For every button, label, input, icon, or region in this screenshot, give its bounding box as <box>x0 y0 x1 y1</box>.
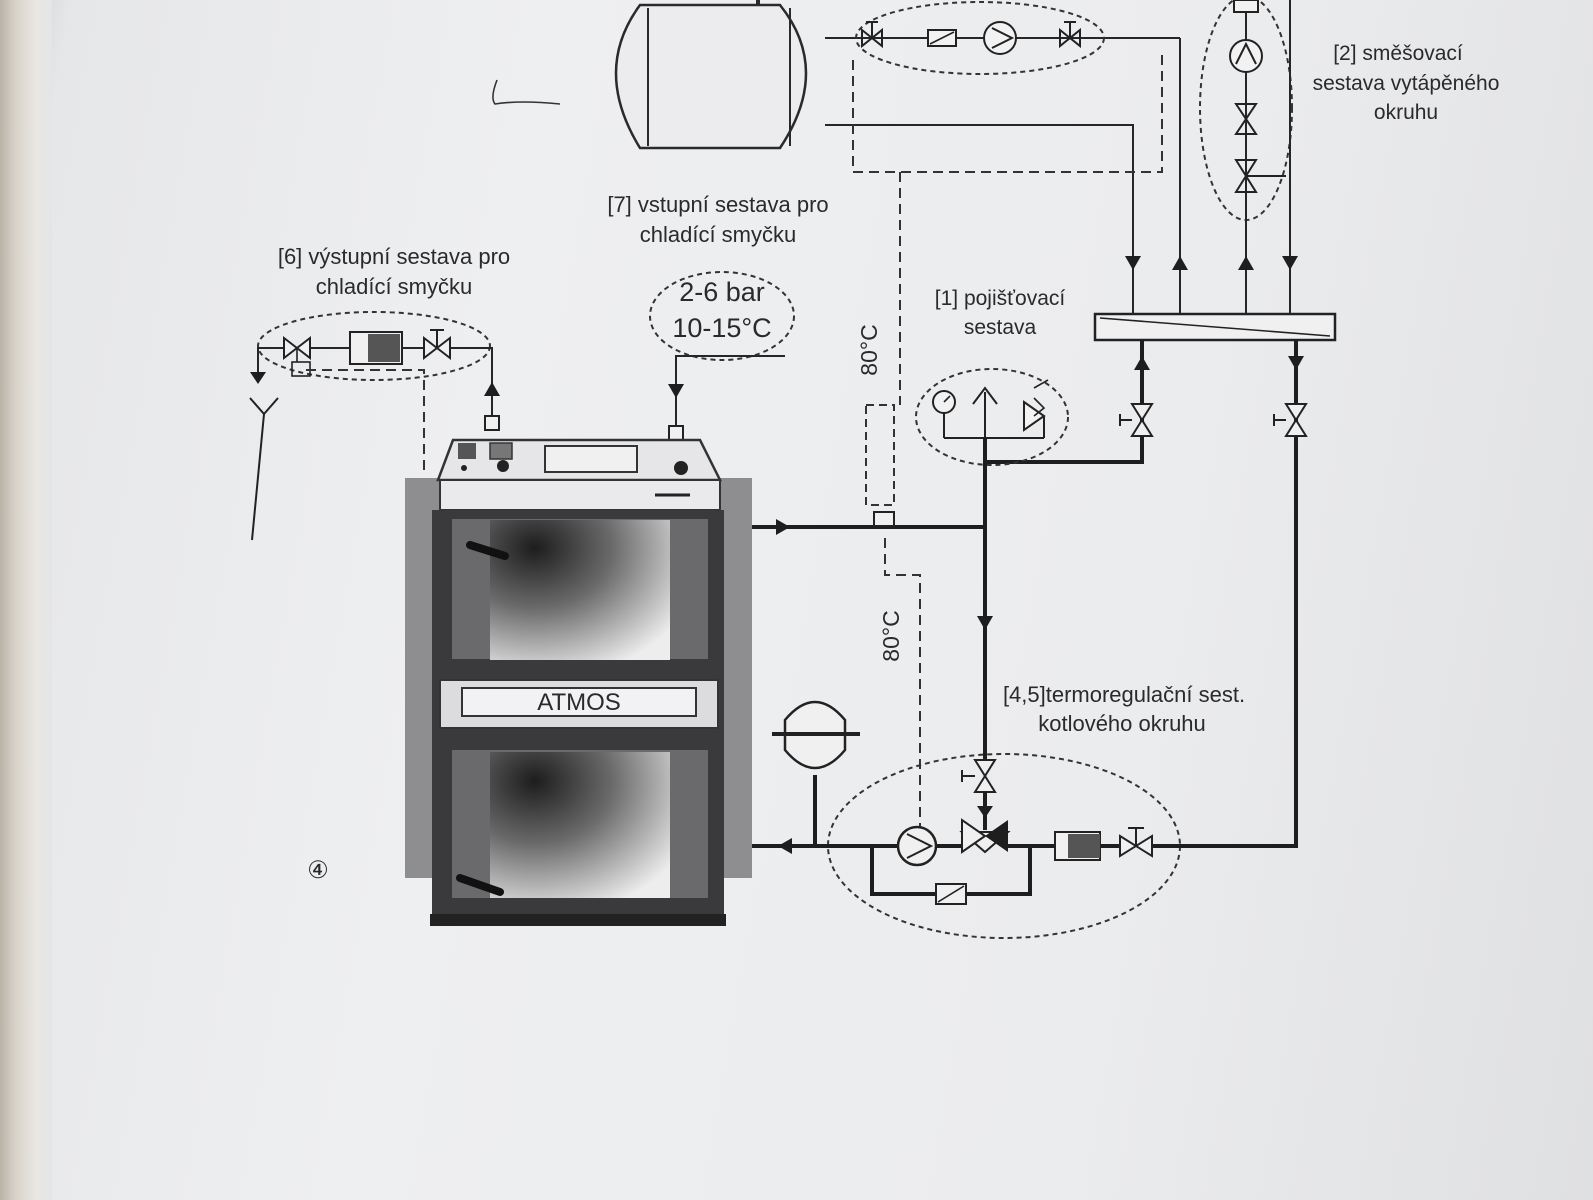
label-cooling-outlet-1: [6] výstupní sestava pro <box>278 244 510 269</box>
label-cooling-outlet-2: chladící smyčku <box>316 274 473 299</box>
sensor-line-lower <box>884 538 921 830</box>
label-pressure: 2-6 bar <box>679 277 765 307</box>
label-mixing-group-1: [2] směšovací <box>1333 42 1463 65</box>
book-binding-edge <box>0 0 52 1200</box>
heating-supply-return <box>985 340 1308 848</box>
boiler-supply-pipe <box>748 438 993 760</box>
sensor-box <box>865 404 895 506</box>
label-cooling-inlet-2: chladící smyčku <box>640 222 797 247</box>
tank-pump-group <box>855 1 1105 75</box>
atmos-boiler <box>405 438 752 926</box>
label-figure-number: ④ <box>307 857 329 884</box>
label-thermoregulation-2: kotlového okruhu <box>1038 711 1206 736</box>
hydraulic-distributor <box>1093 275 1337 342</box>
thermoregulation-group <box>748 753 1182 939</box>
label-temp-lower: 80°C <box>878 610 904 661</box>
accumulation-tank <box>614 0 808 150</box>
mixing-group-heating-circuit <box>1199 0 1293 275</box>
label-safety-group-1: [1] pojišťovací <box>935 287 1066 310</box>
tank-control-line <box>852 52 1163 173</box>
label-thermoregulation-1: [4,5]termoregulační sest. <box>1003 682 1245 707</box>
label-temp-upper: 80°C <box>856 324 882 375</box>
expansion-vessel <box>772 700 860 846</box>
label-mixing-group-3: okruhu <box>1374 101 1438 124</box>
cooling-inlet-group <box>649 271 795 443</box>
label-safety-group-2: sestava <box>964 316 1037 339</box>
manifold-arrows <box>1125 256 1298 270</box>
label-mixing-group-2: sestava vytápěného <box>1313 72 1500 95</box>
label-cooling-inlet-1: [7] vstupní sestava pro <box>607 192 828 217</box>
label-water-temp: 10-15°C <box>672 313 771 343</box>
cooling-outlet-group <box>249 311 500 541</box>
safety-group <box>915 368 1069 466</box>
label-boiler-brand: ATMOS <box>537 689 621 716</box>
pen-scribble <box>492 79 561 105</box>
